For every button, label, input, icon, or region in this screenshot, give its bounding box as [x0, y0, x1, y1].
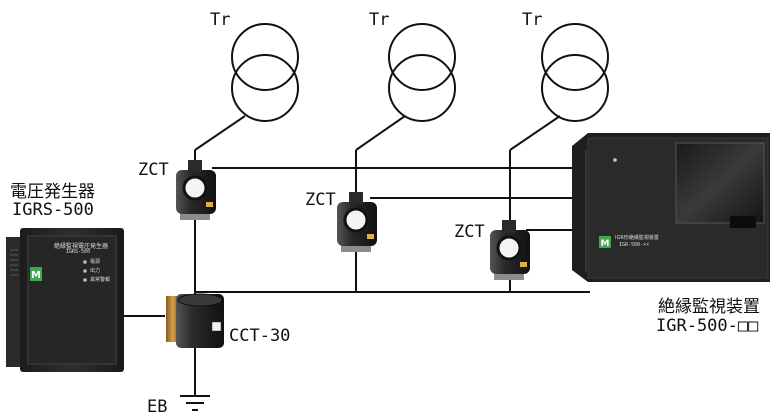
transformer-2 — [388, 23, 456, 122]
transformer-secondary-coil — [388, 54, 456, 122]
generator-side-panel — [6, 237, 20, 367]
earth-symbol — [180, 395, 210, 411]
cct-top — [177, 293, 223, 307]
indicator-power-label: 電源 — [90, 259, 101, 265]
cct-label: CCT-30 — [229, 326, 291, 346]
cct-30 — [166, 293, 224, 348]
zct-mount-plate — [494, 270, 524, 280]
earth-label: EB — [147, 397, 168, 417]
voltage-generator-unit: M — [6, 228, 124, 372]
zct-terminal — [349, 192, 363, 204]
zct-label: ZCT — [138, 160, 169, 180]
indicator-output-label: 出力 — [90, 268, 101, 274]
zct-terminal — [188, 160, 202, 172]
monitor-name: 絶縁監視装置 — [658, 297, 760, 317]
transformer-primary-coil — [231, 23, 299, 91]
transformer-secondary-coil — [541, 54, 609, 122]
transformer-primary-coil — [388, 23, 456, 91]
generator-panel-model: IGRS-500 — [66, 249, 91, 255]
generator-vents — [10, 249, 18, 276]
zct-3 — [490, 220, 530, 280]
transformer-3 — [541, 23, 609, 122]
indicator-alarm-label: 異常警報 — [90, 277, 111, 283]
monitor-screen — [675, 142, 765, 224]
zct-window — [182, 175, 208, 201]
transformer-label: Tr — [369, 10, 390, 30]
transformer-1 — [231, 23, 299, 122]
monitor-panel-model: IGR-500-×× — [619, 242, 650, 248]
tr1-lead — [194, 115, 246, 151]
generator-front-panel — [27, 235, 117, 365]
zct-window — [496, 235, 522, 261]
voltage-generator-name: 電圧発生器 — [10, 182, 95, 202]
zct-2 — [337, 192, 377, 252]
indicator-lamp — [83, 269, 87, 273]
indicator-lamp — [83, 260, 87, 264]
zct-label: ZCT — [454, 222, 485, 242]
cct-label — [211, 321, 222, 332]
zct-1 — [176, 160, 216, 220]
voltage-generator-model: IGRS-500 — [12, 200, 94, 220]
power-indicator-icon — [613, 158, 617, 162]
tr2-lead — [355, 115, 406, 151]
cct-body — [176, 294, 224, 348]
m-logo-icon — [30, 267, 42, 281]
generator-logo-text: M — [31, 270, 41, 281]
zct-label-plate — [367, 234, 374, 239]
indicator-lamp — [83, 278, 87, 282]
generator-panel-title: 絶縁監視電圧発生器 — [54, 243, 109, 250]
transformer-label: Tr — [210, 10, 231, 30]
zct-label-plate — [520, 262, 527, 267]
monitor-panel-title: IGR形絶縁監視装置 — [615, 235, 659, 241]
tr3-lead — [509, 115, 561, 151]
zct-terminal — [502, 220, 516, 232]
zct-mount-plate — [180, 210, 210, 220]
m-logo-icon — [599, 236, 611, 248]
zct-window — [343, 207, 369, 233]
monitor-logo-text: M — [601, 239, 610, 249]
monitor-model: IGR-500-□□ — [656, 316, 759, 336]
transformer-secondary-coil — [231, 54, 299, 122]
monitor-card-slot — [730, 216, 756, 228]
insulation-monitor-unit: M — [572, 133, 770, 282]
zct-label: ZCT — [305, 190, 336, 210]
zct-label-plate — [206, 202, 213, 207]
transformer-label: Tr — [522, 10, 543, 30]
transformer-primary-coil — [541, 23, 609, 91]
zct-mount-plate — [341, 242, 371, 252]
